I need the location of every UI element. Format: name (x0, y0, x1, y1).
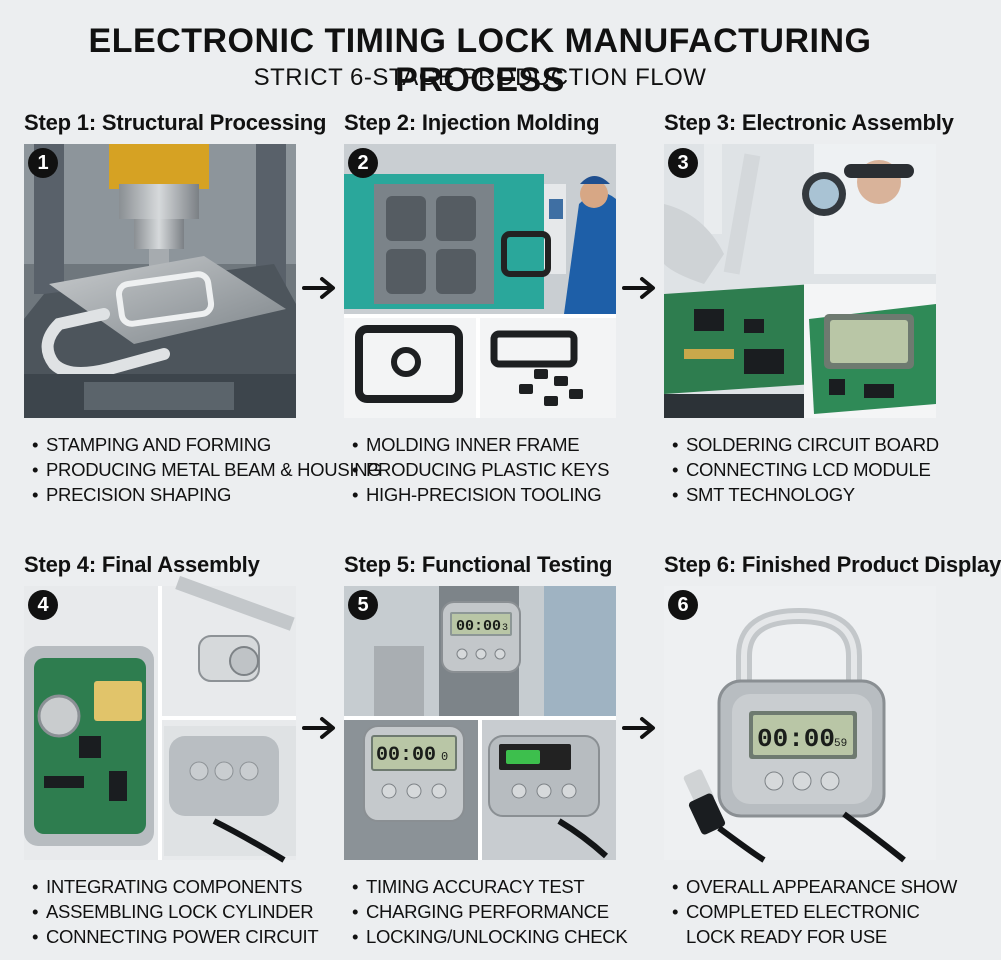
finished-lock-illustration: 00:00 59 (664, 586, 936, 863)
list-item: •MOLDING INNER FRAME (352, 434, 580, 455)
step-number-badge: 4 (28, 590, 58, 620)
list-item: •SOLDERING CIRCUIT BOARD (672, 434, 939, 455)
list-item: •PRODUCING PLASTIC KEYS (352, 459, 610, 480)
list-item: •CONNECTING LCD MODULE (672, 459, 931, 480)
step-title: Step 6: Finished Product Display (664, 552, 1001, 577)
list-item: •INTEGRATING COMPONENTS (32, 876, 303, 897)
list-item: •OVERALL APPEARANCE SHOW (672, 876, 958, 897)
step-number-badge: 6 (668, 590, 698, 620)
list-item: •COMPLETED ELECTRONIC LOCK READY FOR USE (672, 901, 920, 947)
list-item: •ASSEMBLING LOCK CYLINDER (32, 901, 314, 922)
step-title: Step 5: Functional Testing (344, 552, 613, 577)
list-item: •PRODUCING METAL BEAM & HOUSING (32, 459, 382, 480)
arrow-right-icon (622, 717, 655, 739)
stage-5-bullets: •TIMING ACCURACY TEST •CHARGING PERFORMA… (352, 874, 628, 949)
arrow-right-icon (622, 277, 655, 299)
step-number-badge: 3 (668, 148, 698, 178)
list-item: •SMT TECHNOLOGY (672, 484, 855, 505)
test-left-readout-small: 0 (441, 750, 448, 764)
page-subtitle: STRICT 6-STAGE PRODUCTION FLOW (253, 64, 707, 91)
test-left-readout: 00:00 (376, 744, 436, 767)
list-item: •PRECISION SHAPING (32, 484, 232, 505)
stage-2-photo: 2 (344, 144, 616, 418)
arrow-right-icon (302, 277, 335, 299)
step-number-badge: 2 (348, 148, 378, 178)
list-item: •CONNECTING POWER CIRCUIT (32, 926, 319, 947)
step-title: Step 3: Electronic Assembly (664, 110, 954, 135)
test-top-readout-small: 3 (502, 623, 508, 634)
stage-4-photo: 4 (24, 575, 296, 863)
list-item: •CHARGING PERFORMANCE (352, 901, 609, 922)
page-title: ELECTRONIC TIMING LOCK MANUFACTURING PRO… (88, 22, 872, 99)
electronic-assembly-illustration (664, 144, 936, 418)
test-top-readout: 00:00 (456, 618, 501, 635)
list-item: •STAMPING AND FORMING (32, 434, 271, 455)
stamping-press-illustration (24, 144, 296, 418)
step-title: Step 1: Structural Processing (24, 110, 327, 135)
stage-3-photo: 3 (664, 144, 936, 418)
step-title: Step 2: Injection Molding (344, 110, 600, 135)
stage-4-bullets: •INTEGRATING COMPONENTS •ASSEMBLING LOCK… (32, 874, 319, 949)
stage-2-bullets: •MOLDING INNER FRAME •PRODUCING PLASTIC … (352, 432, 610, 507)
functional-testing-illustration: 00:00 3 00:00 0 (344, 586, 616, 860)
list-item: •HIGH-PRECISION TOOLING (352, 484, 602, 505)
list-item: •TIMING ACCURACY TEST (352, 876, 585, 897)
stage-6-bullets: •OVERALL APPEARANCE SHOW •COMPLETED ELEC… (672, 874, 957, 949)
final-assembly-illustration (24, 575, 296, 863)
step-number-badge: 1 (28, 148, 58, 178)
step-number-badge: 5 (348, 590, 378, 620)
final-readout-small: 59 (834, 738, 847, 750)
arrow-right-icon (302, 717, 335, 739)
step-title: Step 4: Final Assembly (24, 552, 260, 577)
stage-3-bullets: •SOLDERING CIRCUIT BOARD •CONNECTING LCD… (672, 432, 939, 507)
stage-1-bullets: •STAMPING AND FORMING •PRODUCING METAL B… (32, 432, 382, 507)
usb-plug-icon (683, 769, 726, 835)
stage-5-photo: 5 00:00 3 00:00 0 (344, 586, 616, 860)
stage-1-photo: 1 (24, 144, 296, 418)
final-readout: 00:00 (757, 724, 835, 754)
stage-6-photo: 6 00:00 59 (664, 586, 936, 863)
list-item: •LOCKING/UNLOCKING CHECK (352, 926, 628, 947)
injection-molding-illustration (344, 144, 616, 418)
